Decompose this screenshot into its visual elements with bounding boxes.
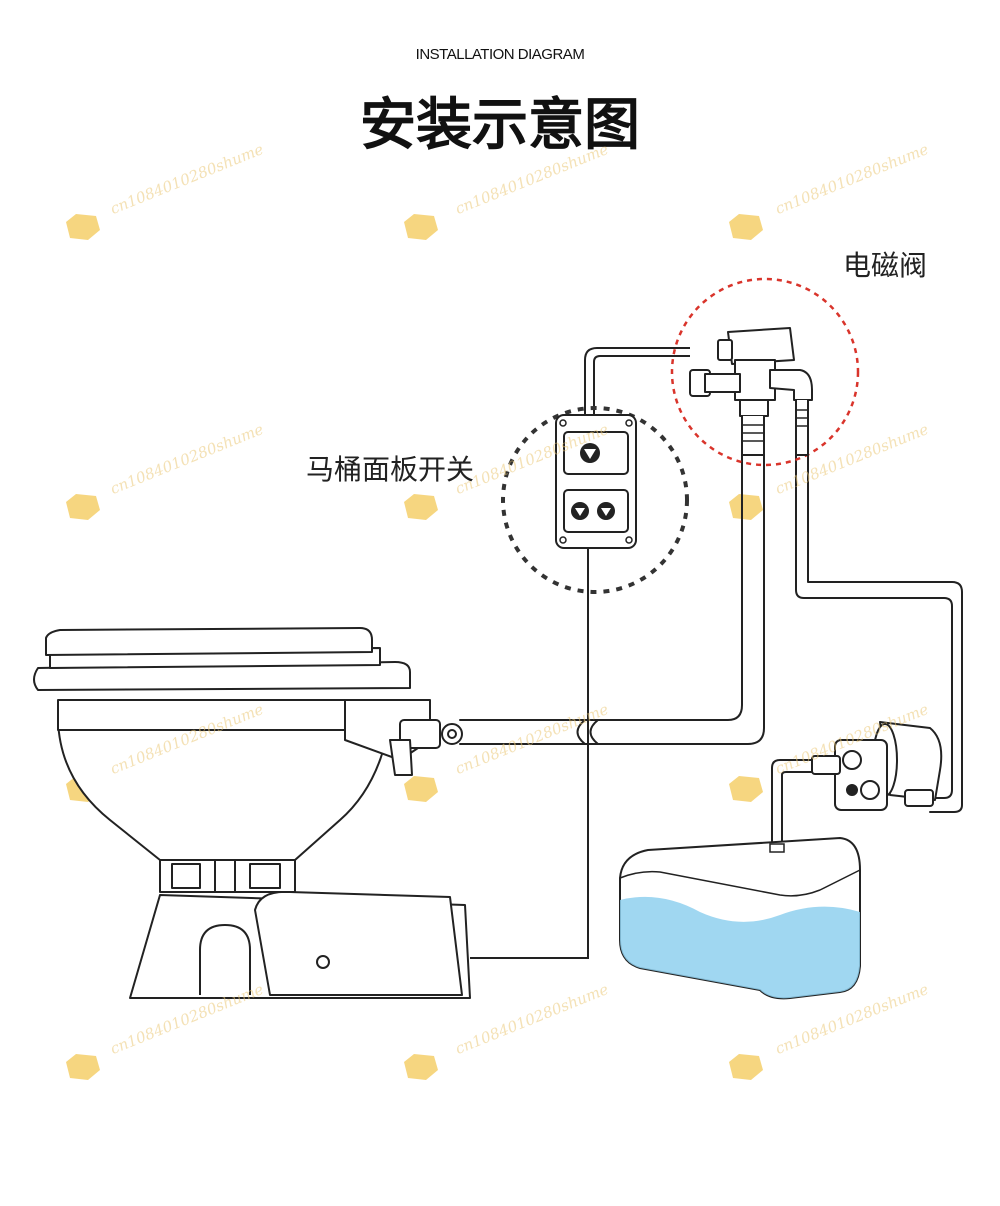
toilet-icon: [33, 627, 471, 999]
panel-switch-label: 马桶面板开关: [306, 453, 475, 486]
water-tank-icon: [619, 836, 861, 1000]
solenoid-valve-icon: [670, 277, 860, 467]
heading-chinese: 安装示意图: [360, 93, 640, 158]
heading-english: INSTALLATION DIAGRAM: [415, 46, 585, 63]
wiring: [470, 347, 690, 959]
solenoid-valve-label: 电磁阀: [843, 249, 928, 282]
plumbing-lines: [459, 394, 963, 849]
water-pump-icon: [811, 721, 943, 811]
panel-switch-icon: [501, 406, 689, 594]
